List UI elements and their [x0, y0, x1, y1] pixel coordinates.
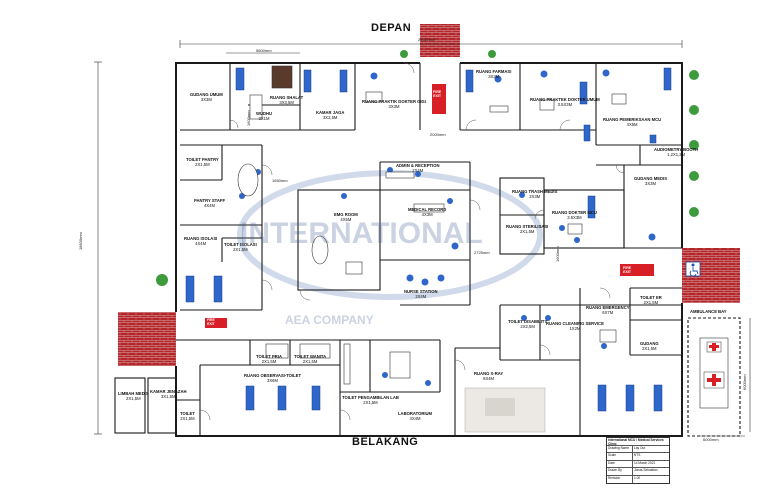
- wheelchair-icon: [685, 261, 701, 277]
- dimension-lines: [94, 40, 751, 437]
- door-swings: [199, 62, 625, 421]
- brick-entrance-front: [420, 24, 460, 57]
- trees: [156, 50, 699, 286]
- title-block-header-text: International MCU / Medical Services Cli…: [608, 438, 664, 445]
- watermark-text: INTERNATIONAL: [240, 217, 483, 250]
- interior-walls: [114, 63, 741, 437]
- room-ambulance-bay: AMBULANCE BAY: [690, 309, 727, 314]
- title-block-value: 14 March 2021: [634, 460, 656, 465]
- dim-misc: 1600mm: [246, 110, 251, 126]
- title-block-value: 1.00: [634, 475, 641, 480]
- watermark-subtext: AEA COMPANY: [285, 313, 374, 327]
- back-heading: BELAKANG: [352, 436, 419, 448]
- dim-ambulance-height: 6000mm: [742, 374, 747, 390]
- title-block-header: International MCU / Medical Services Cli…: [607, 438, 669, 445]
- dim-top-segment: 5600mm: [256, 48, 272, 53]
- title-block-row: Drawing Name Lay Out: [607, 444, 669, 453]
- xray-machine: [485, 398, 515, 416]
- beds: [185, 67, 672, 412]
- exterior-walls: [175, 62, 683, 437]
- title-block-row: Drawn By Jonas Sebastian: [607, 467, 669, 475]
- title-block-key: Revision: [607, 475, 633, 483]
- ambulance: [703, 341, 725, 389]
- title-block-key: Scale: [607, 453, 633, 460]
- title-block-key: Drawing Name: [607, 445, 633, 453]
- dim-corridor-mid: 2725mm: [474, 250, 490, 255]
- fire-exit-signs: [205, 84, 654, 328]
- title-block-key: Date: [607, 460, 633, 468]
- dim-overall-height: 18600mm: [78, 232, 83, 250]
- front-heading: DEPAN: [371, 22, 412, 34]
- dim-corridor-top: 2000mm: [430, 132, 446, 137]
- title-block-value: Lay Out: [634, 445, 646, 450]
- title-block-key: Drawn By: [607, 468, 633, 475]
- dim-overall-width: 25311mm: [418, 37, 436, 42]
- title-block-value: Jonas Sebastian: [634, 468, 658, 473]
- dim-corridor-left: 1650mm: [272, 178, 288, 183]
- dim-ambulance-width: 6000mm: [703, 437, 719, 442]
- title-block-row: Scale NTS: [607, 452, 669, 460]
- title-block-row: Date 14 March 2021: [607, 459, 669, 468]
- title-block-row: Revision 1.00: [607, 474, 669, 483]
- dim-corridor-low: 1600mm: [555, 246, 560, 262]
- title-block: International MCU / Medical Services Cli…: [606, 437, 670, 484]
- title-block-value: NTS: [634, 453, 641, 458]
- brick-entrance-left: [118, 312, 176, 366]
